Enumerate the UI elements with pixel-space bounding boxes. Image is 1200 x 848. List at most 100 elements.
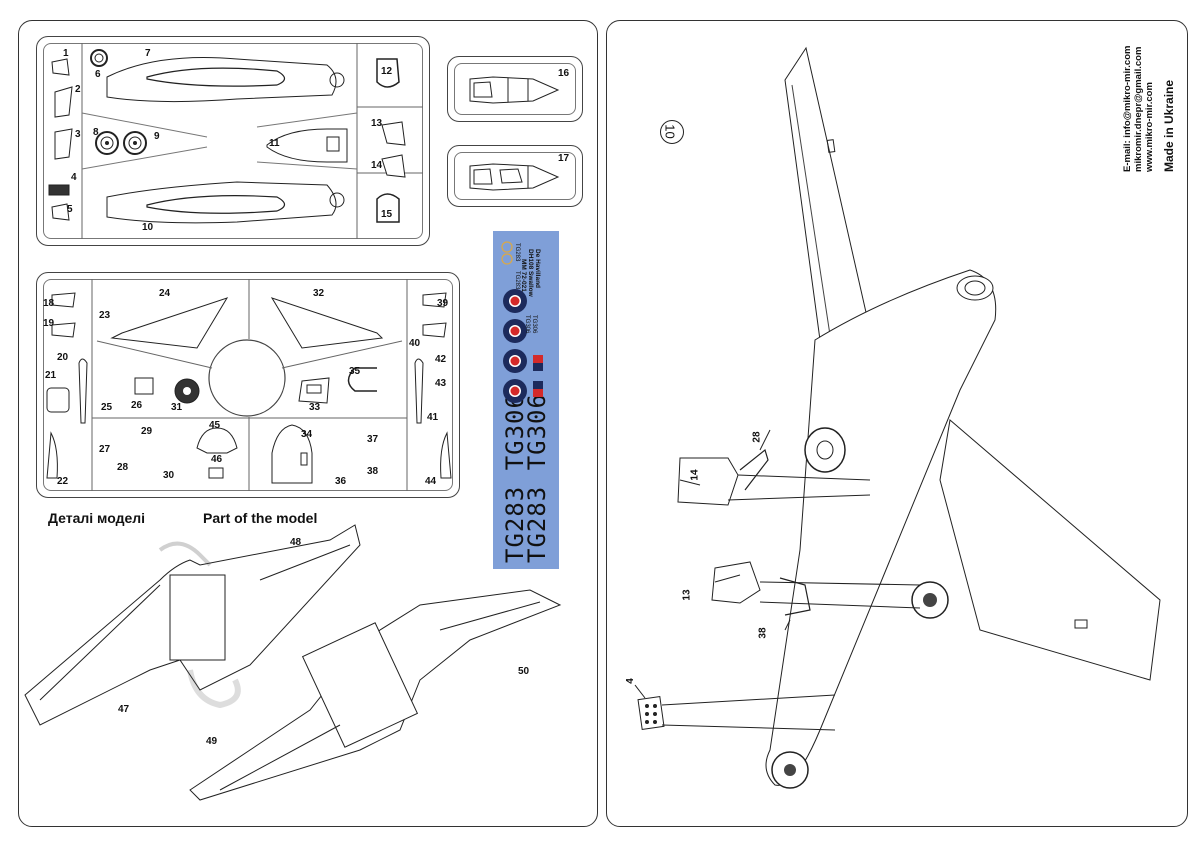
part-label: 2 xyxy=(75,84,81,95)
callout-label: 4 xyxy=(624,678,636,684)
part-label: 39 xyxy=(437,298,449,309)
leader-line-13 xyxy=(714,574,741,583)
main-wheel-left xyxy=(804,427,846,473)
callout-label: 38 xyxy=(757,627,769,639)
sprue-b-drawing xyxy=(46,279,452,491)
part-label: 26 xyxy=(131,400,143,411)
sprue-a-frame xyxy=(43,43,423,239)
roundel-2 xyxy=(503,319,527,343)
part-45 xyxy=(196,427,238,454)
canopy-17-drawing xyxy=(469,163,560,191)
nose-wheel xyxy=(771,751,809,789)
aircraft-fuselage xyxy=(765,269,997,786)
part-31 xyxy=(174,378,200,404)
part-label: 29 xyxy=(141,426,153,437)
part-label: 34 xyxy=(301,429,313,440)
callout-label: 13 xyxy=(681,589,693,601)
part-label: 18 xyxy=(43,298,55,309)
part-label: 10 xyxy=(142,222,154,233)
part-label: 41 xyxy=(427,412,439,423)
part-label: 35 xyxy=(349,366,361,377)
part-20 xyxy=(78,358,88,424)
part-4 xyxy=(48,184,70,196)
part-label: 38 xyxy=(367,466,379,477)
part-label: 21 xyxy=(45,370,57,381)
fuselage-half-7 xyxy=(106,57,345,103)
step-number-badge: 10 xyxy=(660,120,684,144)
part-label: 6 xyxy=(95,69,101,80)
aircraft-wing-left xyxy=(784,46,871,341)
part-label: 7 xyxy=(145,48,151,59)
callout-label: 28 xyxy=(751,431,763,443)
decal-kit-name-1: De Havilland xyxy=(534,249,541,289)
part-label: 24 xyxy=(159,288,171,299)
leader-line-28 xyxy=(759,429,771,451)
part-label: 33 xyxy=(309,402,321,413)
gear-door-13 xyxy=(711,561,921,609)
sprue-a-drawing xyxy=(48,43,423,239)
sprue-b: 18 19 20 21 22 23 24 25 26 27 28 29 30 3… xyxy=(36,272,460,498)
part-label: 42 xyxy=(435,354,447,365)
part-label: 32 xyxy=(313,288,325,299)
part-label: 31 xyxy=(171,402,183,413)
strut-28 xyxy=(739,448,769,491)
fin-flash-2 xyxy=(533,381,543,397)
wing-lower-49-50 xyxy=(189,589,562,801)
decal-crest-2 xyxy=(501,241,513,253)
part-label: 8 xyxy=(93,127,99,138)
part-label: 46 xyxy=(211,454,223,465)
part-46 xyxy=(208,467,224,479)
decal-small-serial: TG306 xyxy=(531,315,537,334)
decal-kit-code: MM 72-021 xyxy=(520,259,527,292)
part-label: 40 xyxy=(409,338,421,349)
part-label: 17 xyxy=(558,153,570,164)
part-26 xyxy=(134,377,154,395)
part-21 xyxy=(46,387,70,413)
sprue-a: 1 2 3 4 5 6 7 8 9 10 11 12 13 14 15 xyxy=(36,36,430,246)
part-label: 12 xyxy=(381,66,393,77)
decal-markings xyxy=(501,241,543,403)
part-label: 4 xyxy=(71,172,77,183)
part-label: 30 xyxy=(163,470,175,481)
part-label: 11 xyxy=(269,138,280,149)
part-label: 20 xyxy=(57,352,69,363)
wing-parts-drawing xyxy=(24,524,562,801)
part-15 xyxy=(376,193,400,223)
part-label: 9 xyxy=(154,131,160,142)
tailplane-32 xyxy=(270,297,384,349)
wheel-6 xyxy=(90,49,108,67)
part-label: 28 xyxy=(117,462,129,473)
nose-gear-door-4 xyxy=(637,694,836,731)
canopy-sprue-16: 16 xyxy=(447,56,583,122)
cockpit-tub-11 xyxy=(266,128,348,163)
assembly-drawing xyxy=(634,46,1161,789)
aircraft-wing-right xyxy=(939,419,1161,681)
wheel-9 xyxy=(123,131,147,155)
part-label: 36 xyxy=(335,476,347,487)
part-label: 27 xyxy=(99,444,111,455)
part-label: 19 xyxy=(43,318,55,329)
part-label: 13 xyxy=(371,118,383,129)
callout-label: 14 xyxy=(689,469,701,481)
canopy-16-drawing xyxy=(469,76,560,104)
part-label: 16 xyxy=(558,68,570,79)
part-14 xyxy=(381,154,406,178)
part-12 xyxy=(376,58,400,88)
part-label: 25 xyxy=(101,402,113,413)
part-label: 3 xyxy=(75,129,81,140)
decal-small-serial: TG306 xyxy=(524,315,530,334)
part-label: 50 xyxy=(518,666,530,677)
part-label: 1 xyxy=(63,48,69,59)
part-34 xyxy=(271,424,313,484)
part-label: 45 xyxy=(209,420,221,431)
made-in-label: Made in Ukraine xyxy=(1162,79,1176,172)
part-label: 14 xyxy=(371,160,383,171)
contact-email-2: mikromir.dnepr@gmail.com xyxy=(1133,46,1144,172)
part-label: 48 xyxy=(290,537,302,548)
tailplane-24 xyxy=(110,297,229,349)
contact-website: www.mikro-mir.com xyxy=(1144,82,1155,172)
canopy-sprue-17: 17 xyxy=(447,145,583,207)
section-title-en: Part of the model xyxy=(203,510,318,526)
part-label: 43 xyxy=(435,378,447,389)
section-title-ua: Деталі моделі xyxy=(48,510,146,526)
